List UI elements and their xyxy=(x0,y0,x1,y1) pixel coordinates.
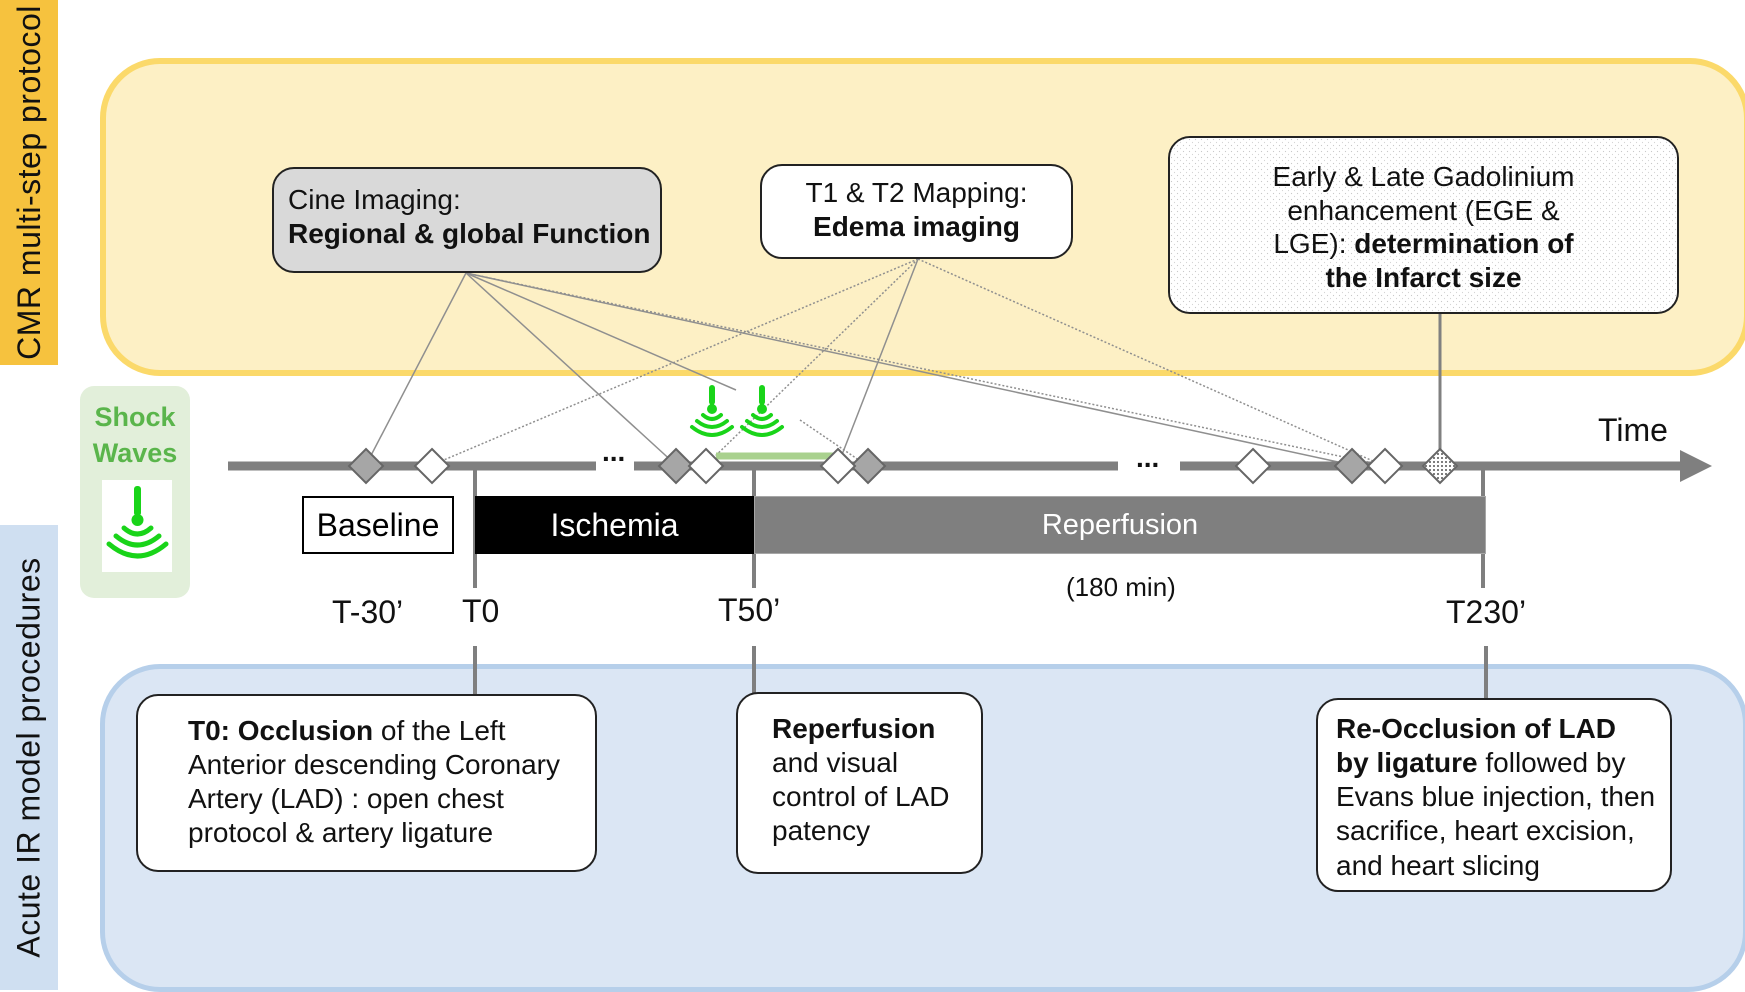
occlusion-line-1: T0: Occlusion of the Left xyxy=(188,714,595,748)
tick-label-t-minus30: T-30’ xyxy=(332,594,404,630)
gadolinium-line-2: enhancement (EGE & xyxy=(1287,194,1560,226)
cine-imaging-subtitle: Regional & global Function xyxy=(288,217,651,249)
gadolinium-line-3-bold: determination of xyxy=(1354,228,1574,260)
mapping-markers xyxy=(413,447,1404,485)
mapping-marker xyxy=(819,447,857,485)
shock-wave-probe-icon-2 xyxy=(740,385,784,437)
reocclusion-box: Re-Occlusion of LAD by ligature followed… xyxy=(1316,698,1672,892)
gadolinium-box-texture xyxy=(1170,138,1677,312)
mapping-marker xyxy=(1366,447,1404,485)
mapping-connectors-dotted xyxy=(431,258,1383,466)
baseline-phase: Baseline xyxy=(302,496,454,554)
mapping-connectors xyxy=(837,258,919,466)
occlusion-line-1-bold: T0: Occlusion xyxy=(188,715,374,746)
reocclusion-line-5: and heart slicing xyxy=(1336,849,1540,881)
shock-waves-label-2: Waves xyxy=(92,438,178,468)
occlusion-line-1-rest: of the Left xyxy=(373,715,506,746)
gadolinium-line-1: Early & Late Gadolinium xyxy=(1272,161,1575,192)
reocclusion-line-3: Evans blue injection, then xyxy=(1336,781,1656,813)
cine-markers xyxy=(347,447,1371,485)
cine-marker xyxy=(1333,447,1371,485)
reocclusion-line-4: sacrifice, heart excision, xyxy=(1336,815,1635,847)
reperfusion-phase: Reperfusion xyxy=(754,496,1486,554)
tick-label-t0: T0 xyxy=(462,593,500,629)
mapping-title: T1 & T2 Mapping: xyxy=(805,177,1028,208)
ultrasound-probe-icon xyxy=(106,486,169,559)
occlusion-line-4: protocol & artery ligature xyxy=(188,817,494,849)
ischemia-phase: Ischemia xyxy=(475,496,754,554)
cmr-side-label: CMR multi-step protocol xyxy=(0,0,58,365)
gadolinium-marker xyxy=(1421,447,1459,485)
mapping-subtitle: Edema imaging xyxy=(813,210,1020,242)
cine-imaging-box: Cine Imaging: Regional & global Function xyxy=(272,167,662,273)
reperfusion-duration: (180 min) xyxy=(1066,572,1176,602)
time-axis-label: Time xyxy=(1598,412,1668,448)
occlusion-box: T0: Occlusion of the Left Anterior desce… xyxy=(136,694,597,872)
reperfusion-procedure-line-1: Reperfusion xyxy=(772,713,936,744)
cine-marker xyxy=(657,447,695,485)
tick-label-t50: T50’ xyxy=(718,592,781,628)
occlusion-line-3: Artery (LAD) : open chest xyxy=(188,783,504,815)
gadolinium-line-4: the Infarct size xyxy=(1325,261,1522,293)
cine-marker xyxy=(347,447,385,485)
cine-connectors xyxy=(365,272,1353,466)
cine-marker xyxy=(849,447,887,485)
time-axis-arrowhead xyxy=(1680,450,1712,482)
acute-side-label: Acute IR model procedures xyxy=(0,525,58,990)
reocclusion-line-2-rest: followed by xyxy=(1477,747,1626,779)
gadolinium-line-3: LGE): determination of xyxy=(1170,227,1677,261)
gadolinium-line-3-prefix: LGE): xyxy=(1273,228,1355,260)
mapping-box: T1 & T2 Mapping: Edema imaging xyxy=(760,164,1073,259)
baseline-label: Baseline xyxy=(316,506,440,543)
reperfusion-procedure-line-4: patency xyxy=(772,815,871,847)
reperfusion-procedure-line-2: and visual xyxy=(772,747,899,779)
shock-waves-icon-box xyxy=(102,480,172,572)
mapping-marker xyxy=(413,447,451,485)
timeline-ellipsis-2: ... xyxy=(1136,442,1160,473)
ischemia-label: Ischemia xyxy=(550,506,679,543)
cine-imaging-title: Cine Imaging: xyxy=(288,184,461,215)
reperfusion-procedure-box: Reperfusion and visual control of LAD pa… xyxy=(736,692,983,874)
mapping-marker xyxy=(1234,447,1272,485)
mapping-marker xyxy=(687,447,725,485)
shock-waves-box: Shock Waves xyxy=(80,386,190,598)
shock-waves-label-1: Shock xyxy=(94,402,176,432)
occlusion-line-2: Anterior descending Coronary xyxy=(188,749,560,781)
reperfusion-procedure-line-3: control of LAD xyxy=(772,781,950,813)
tick-label-t230: T230’ xyxy=(1446,594,1527,630)
reocclusion-line-2: by ligature followed by xyxy=(1336,746,1670,780)
reocclusion-line-2-bold: by ligature xyxy=(1336,747,1478,779)
shock-wave-probe-icon-1 xyxy=(690,385,734,437)
timeline-ellipsis-1: ... xyxy=(602,436,626,467)
gadolinium-box: Early & Late Gadolinium enhancement (EGE… xyxy=(1168,136,1679,314)
reocclusion-line-1: Re-Occlusion of LAD xyxy=(1336,713,1617,744)
reperfusion-label: Reperfusion xyxy=(1041,508,1199,541)
